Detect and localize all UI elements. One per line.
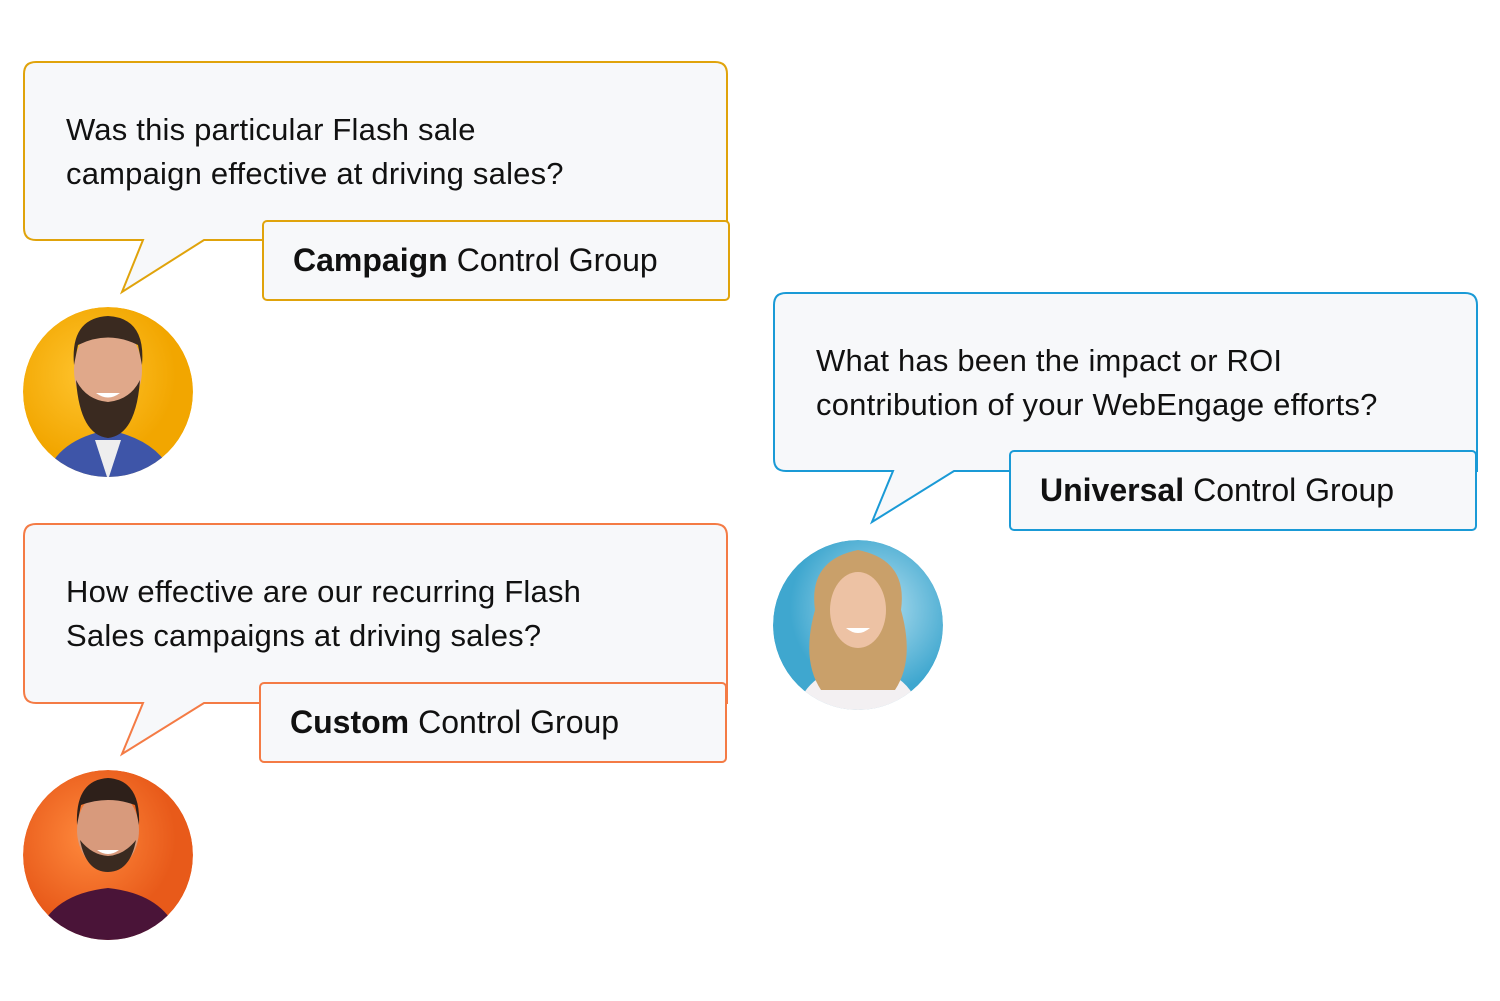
question-line: How effective are our recurring Flash [66, 574, 582, 609]
label-bold: Campaign [293, 242, 448, 278]
question-line: Was this particular Flash sale [66, 112, 476, 147]
label-rest: Control Group [456, 242, 658, 278]
question-line: Sales campaigns at driving sales? [66, 618, 542, 653]
avatar-campaign [23, 307, 193, 477]
question-line: campaign effective at driving sales? [66, 156, 564, 191]
question-universal: What has been the impact or ROI contribu… [816, 339, 1378, 427]
label-bold: Universal [1040, 472, 1185, 508]
question-line: contribution of your WebEngage efforts? [816, 387, 1378, 422]
question-custom: How effective are our recurring Flash Sa… [66, 570, 581, 658]
label-rest: Control Group [418, 704, 620, 740]
question-campaign: Was this particular Flash sale campaign … [66, 108, 564, 196]
avatar-custom [23, 770, 193, 940]
question-line: What has been the impact or ROI [816, 343, 1283, 378]
label-bold: Custom [290, 704, 410, 740]
label-rest: Control Group [1193, 472, 1395, 508]
avatar-universal [773, 540, 943, 710]
